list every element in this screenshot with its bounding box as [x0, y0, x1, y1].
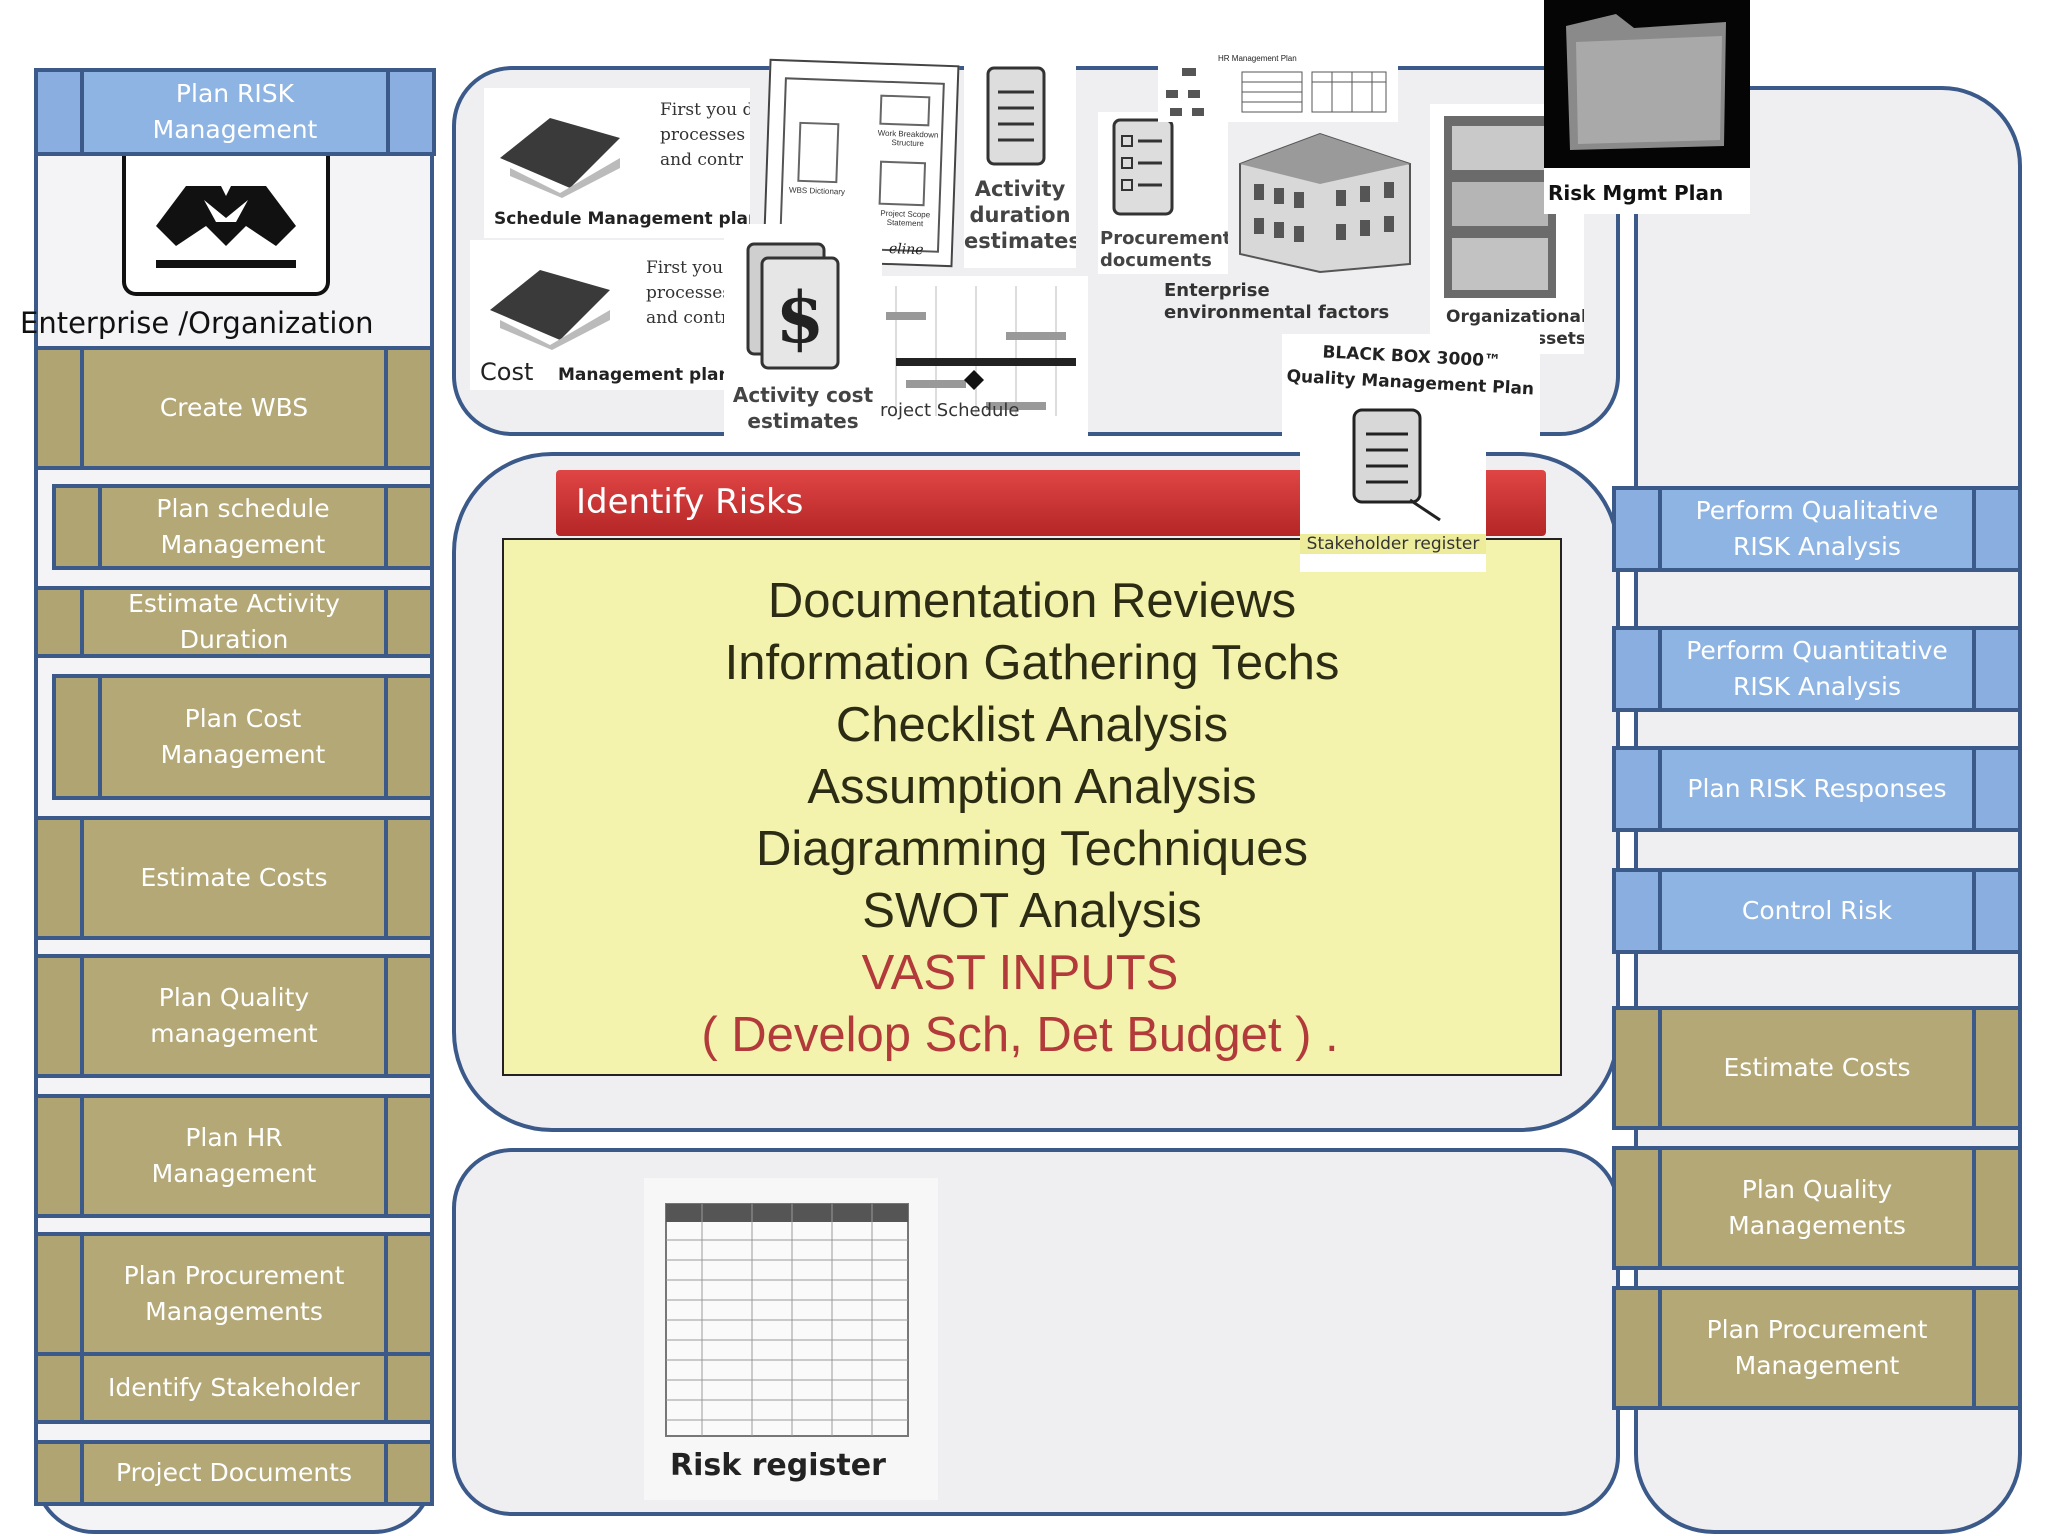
- bookshelf-icon: [1444, 116, 1556, 298]
- left-item-plan-quality[interactable]: Plan Quality management: [34, 954, 434, 1078]
- building-icon: [1239, 132, 1411, 274]
- gantt-icon: [886, 286, 1076, 416]
- left-item-create-wbs[interactable]: Create WBS: [34, 346, 434, 470]
- technique-information-gathering: Information Gathering Techs: [724, 636, 1340, 690]
- right-item-quantitative[interactable]: Perform Quantitative RISK Analysis: [1612, 626, 2022, 712]
- left-item-plan-cost[interactable]: Plan Cost Management: [52, 674, 434, 800]
- handshake-icon: [156, 186, 296, 268]
- right-item-plan-procurement[interactable]: Plan Procurement Management: [1612, 1286, 2022, 1410]
- right-item-plan-risk-responses[interactable]: Plan RISK Responses: [1612, 746, 2022, 832]
- svg-text:$: $: [776, 276, 825, 359]
- risk-mgmt-plan-thumb: Risk Mgmt Plan: [1544, 0, 1750, 214]
- right-item-estimate-costs[interactable]: Estimate Costs: [1612, 1006, 2022, 1130]
- right-item-qualitative[interactable]: Perform Qualitative RISK Analysis: [1612, 486, 2022, 572]
- document-icon: [1352, 408, 1441, 522]
- technique-documentation-reviews: Documentation Reviews: [767, 574, 1297, 628]
- left-item-plan-procurement[interactable]: Plan Procurement Managements: [34, 1232, 434, 1356]
- left-item-identify-stakeholder[interactable]: Identify Stakeholder: [34, 1352, 434, 1424]
- cost-management-plan-thumb: First you processes and contr Cost Manag…: [470, 240, 730, 390]
- binder-icon: [490, 270, 610, 350]
- enterprise-factors-thumb: Enterprise environmental factors: [1146, 104, 1418, 332]
- left-item-plan-hr[interactable]: Plan HR Management: [34, 1094, 434, 1218]
- left-item-plan-schedule[interactable]: Plan schedule Management: [52, 484, 434, 570]
- technique-assumption-analysis: Assumption Analysis: [807, 760, 1257, 814]
- plan-risk-management-box[interactable]: Plan RISK Management: [34, 68, 436, 156]
- right-item-plan-quality[interactable]: Plan Quality Managements: [1612, 1146, 2022, 1270]
- tools-techniques-box: Documentation Reviews Information Gather…: [502, 538, 1562, 1076]
- activity-duration-thumb: Activity duration estimates: [964, 58, 1076, 268]
- right-item-control-risk[interactable]: Control Risk: [1612, 868, 2022, 954]
- left-item-estimate-activity-duration[interactable]: Estimate Activity Duration: [34, 586, 434, 658]
- binder-icon: [500, 118, 620, 198]
- schedule-management-plan-thumb: First you d processes and contr Schedule…: [484, 88, 750, 238]
- note-develop-schedule: ( Develop Sch, Det Budget ) .: [701, 1008, 1339, 1062]
- enterprise-label: Enterprise /Organization: [20, 306, 374, 340]
- outputs-panel: [452, 1148, 1620, 1516]
- hr-plan-thumb: HR Management Plan: [1158, 52, 1398, 122]
- document-icon: [986, 66, 1046, 166]
- technique-swot: SWOT Analysis: [862, 884, 1202, 938]
- folder-icon: [1566, 14, 1726, 150]
- risk-register-thumb: Risk register: [644, 1178, 938, 1500]
- left-item-project-documents[interactable]: Project Documents: [34, 1440, 434, 1506]
- stakeholder-register-overlay: Stakeholder register: [1300, 400, 1486, 572]
- checklist-icon: [1112, 118, 1174, 216]
- technique-checklist-analysis: Checklist Analysis: [835, 698, 1229, 752]
- note-vast-inputs: VAST INPUTS: [861, 946, 1179, 1000]
- table-icon: [665, 1203, 909, 1437]
- left-item-estimate-costs[interactable]: Estimate Costs: [34, 816, 434, 940]
- procurement-thumb: Procurement documents: [1098, 112, 1228, 274]
- enterprise-icon: [122, 156, 330, 296]
- technique-diagramming: Diagramming Techniques: [756, 822, 1308, 876]
- project-schedule-thumb: roject Schedule: [876, 276, 1088, 444]
- hr-chart-icon: [1166, 68, 1387, 116]
- dollar-document-icon: $: [746, 242, 840, 370]
- activity-cost-thumb: $ Activity cost estimates: [724, 224, 882, 452]
